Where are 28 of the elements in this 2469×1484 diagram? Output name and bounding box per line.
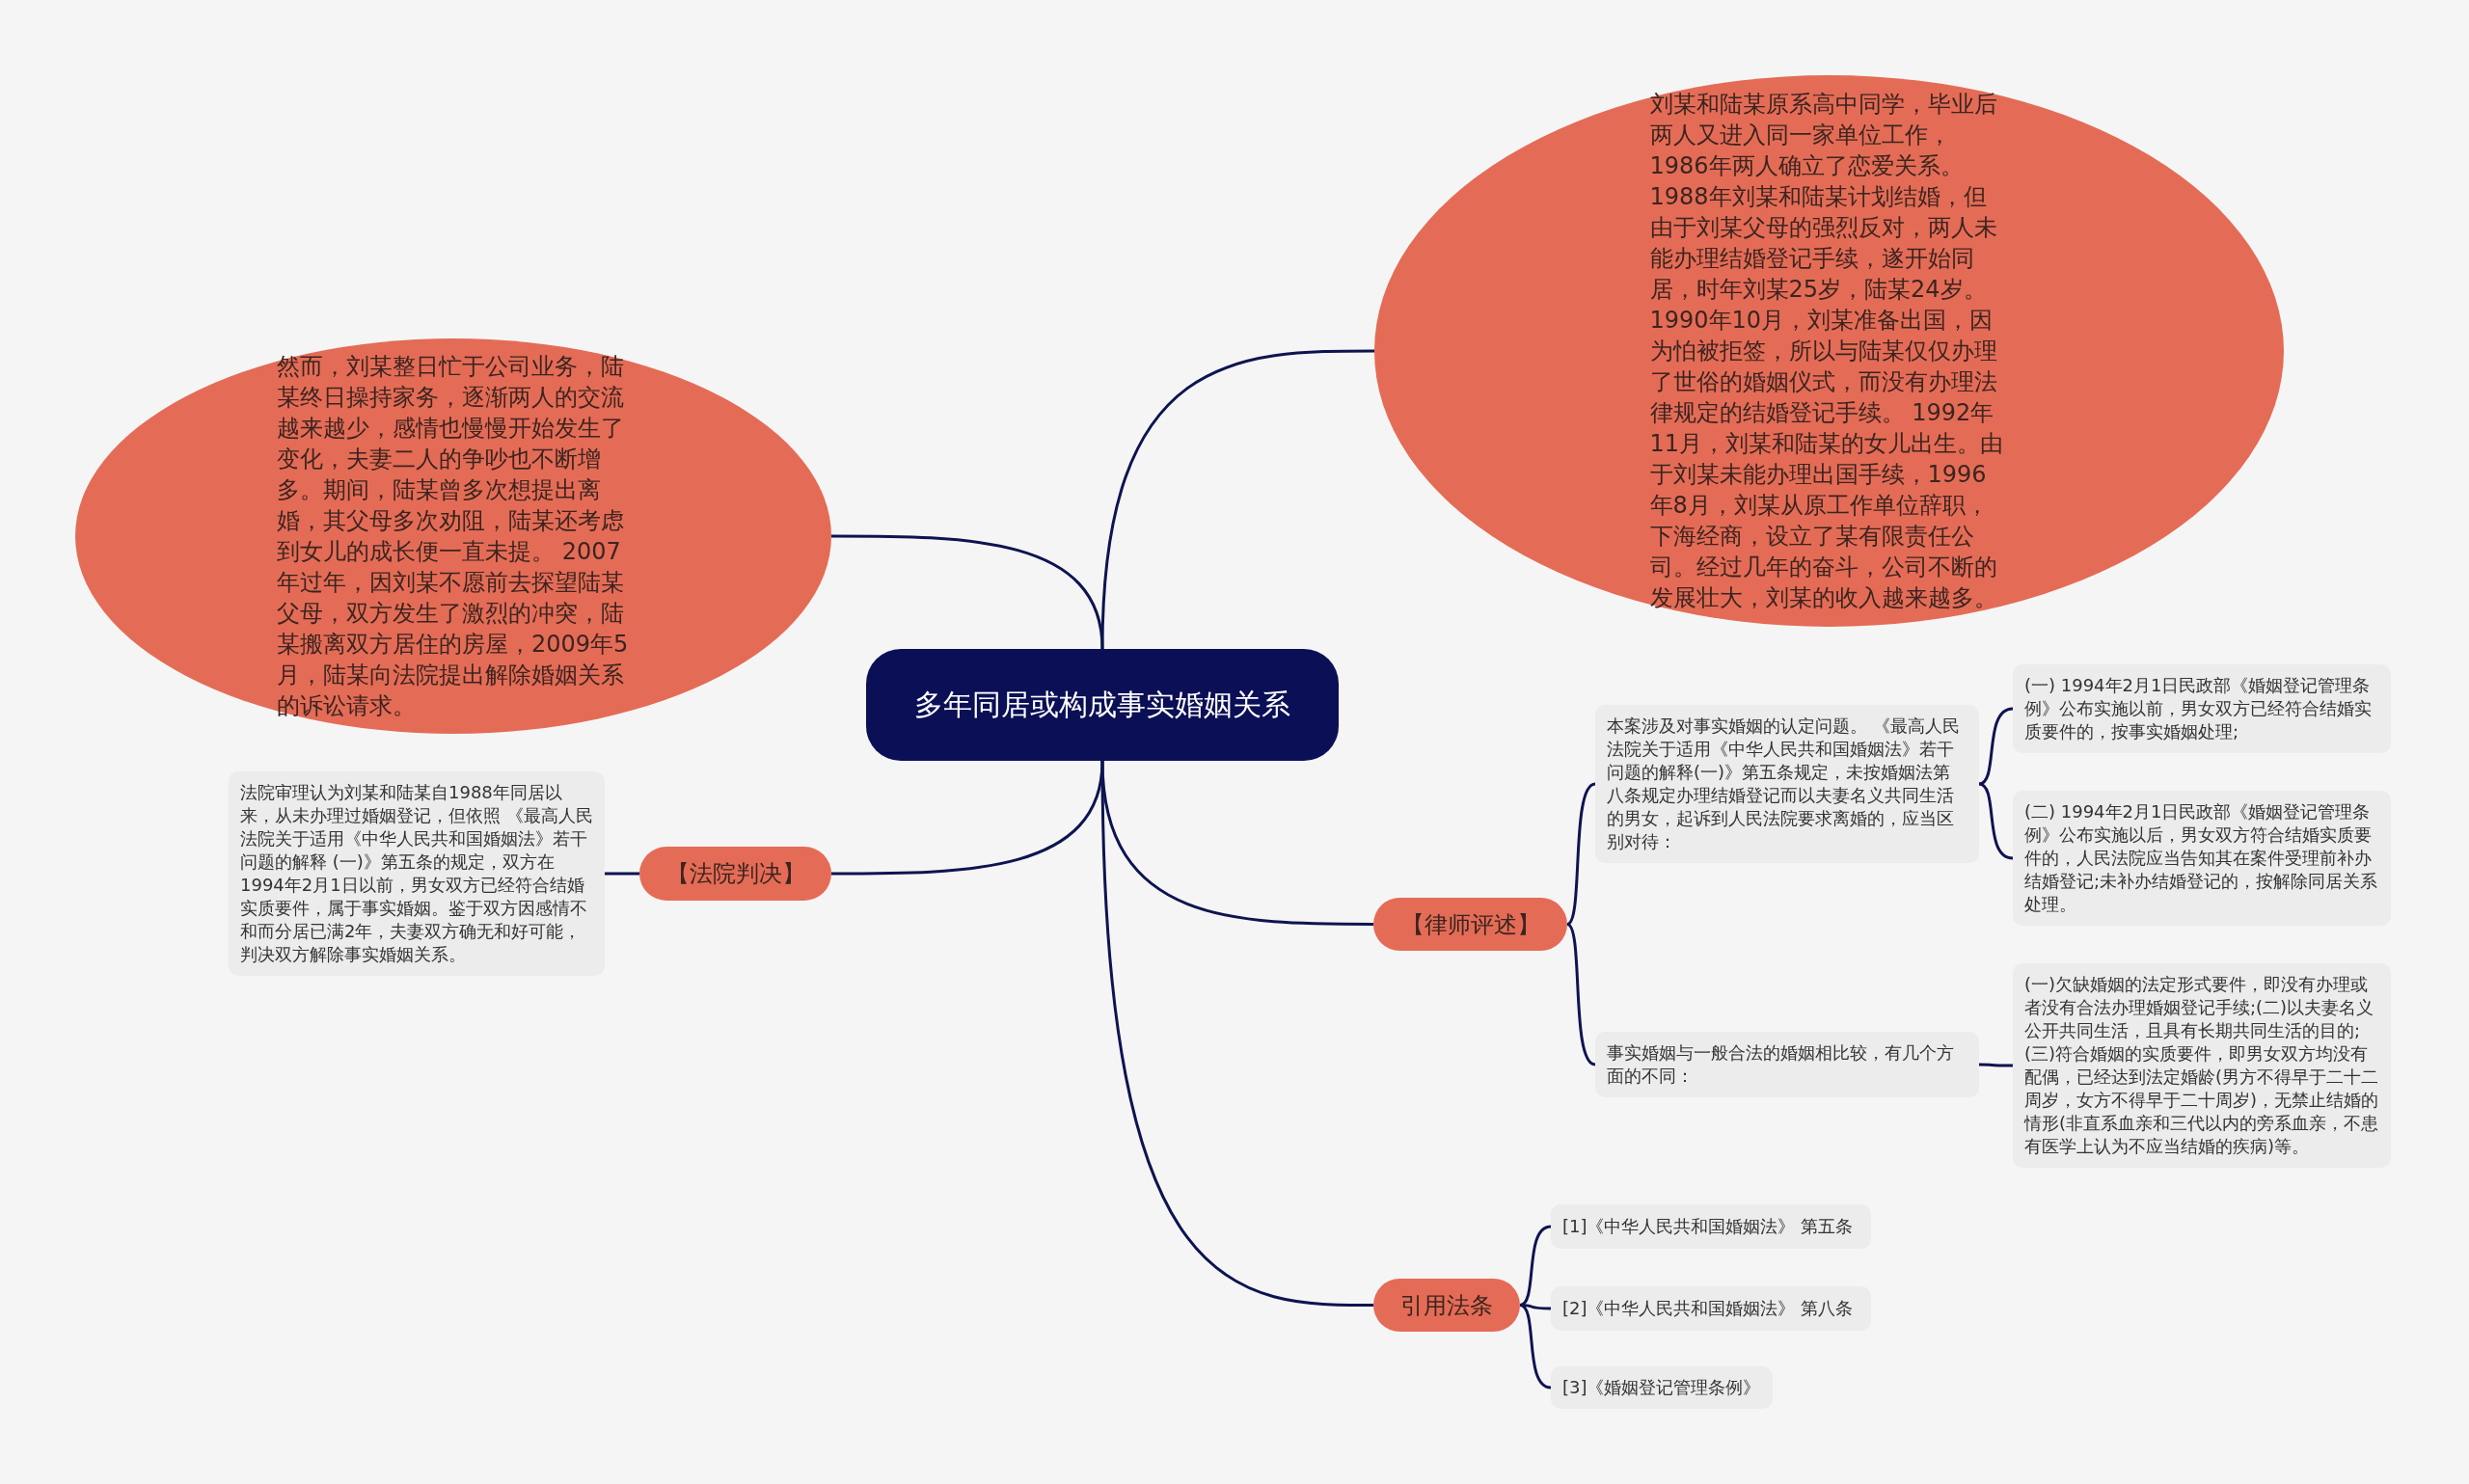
connector-line <box>1100 760 1373 1307</box>
text-ellipse: 然而，刘某整日忙于公司业务，陆某终日操持家务，逐渐两人的交流越来越少，感情也慢慢开始发生了变化，夫妻二人的争吵也不断增多。期间，陆某曾多次想提出离婚，其父母多次劝阻，陆某还考虑到女儿的成长便一直未提。 2007年过年，因刘某不愿前去探望陆某父母，双方发生了激烈的冲突，陆某搬离双方居住的房屋，2009年5月，陆某向法院提出解除婚姻关系的诉讼请求。 <box>75 338 831 734</box>
text-box: [1]《中华人民共和国婚姻法》 第五条 <box>1551 1204 1871 1249</box>
text-box: (一)欠缺婚姻的法定形式要件，即没有办理或者没有合法办理婚姻登记手续;(二)以夫妻名义公开共同生活，且具有长期共同生活的目的;(三)符合婚姻的实质要件，即男女双方均没有配偶，已经达到法定婚龄(男方不得早于二十二周岁，女方不得早于二十周岁)，无禁止结婚的情形(非直系血亲和三代以内的旁系血亲，不患有医学上认为不应当结婚的疾病)等。 <box>2013 963 2391 1168</box>
branch-pill: 引用法条 <box>1373 1279 1520 1332</box>
topic-box: 多年同居或构成事实婚姻关系 <box>866 649 1339 761</box>
text-box: (一) 1994年2月1日民政部《婚姻登记管理条例》公布实施以前，男女双方已经符合结婚实质要件的，按事实婚姻处理; <box>2013 664 2391 753</box>
text-box: [2]《中华人民共和国婚姻法》 第八条 <box>1551 1286 1871 1331</box>
connector-line <box>1978 782 2014 860</box>
connector-line <box>1566 782 1596 926</box>
text-box: 法院审理认为刘某和陆某自1988年同居以来，从未办理过婚姻登记，但依照 《最高人民法院关于适用《中华人民共和国婚姻法》若干问题的解释 (一)》第五条的规定，双方在1994年2月1日以前，男女双方已经符合结婚实质要件，属于事实婚姻。鉴于双方因感情不和而分居已满2年，夫妻双方确无和好可能，判决双方解除事实婚姻关系。 <box>229 771 605 976</box>
connector-line <box>1566 923 1596 1066</box>
text-box: [3]《婚姻登记管理条例》 <box>1551 1366 1773 1409</box>
connector-line <box>1979 1063 2013 1067</box>
connector-line <box>1100 349 1374 650</box>
connector-line <box>831 760 1104 876</box>
connector-line <box>605 872 639 876</box>
text-box: 事实婚姻与一般合法的婚姻相比较，有几个方面的不同： <box>1595 1032 1979 1097</box>
text-box: (二) 1994年2月1日民政部《婚姻登记管理条例》公布实施以后，男女双方符合结婚实质要件的，人民法院应当告知其在案件受理前补办结婚登记;未补办结婚登记的，按解除同居关系处理。 <box>2013 791 2391 926</box>
text-ellipse: 刘某和陆某原系高中同学，毕业后两人又进入同一家单位工作，1986年两人确立了恋爱关系。 1988年刘某和陆某计划结婚，但由于刘某父母的强烈反对，两人未能办理结婚登记手续，遂开始同居，时年刘某25岁，陆某24岁。 1990年10月，刘某准备出国，因为怕被拒签，所以与陆某仅仅办理了世俗的婚姻仪式，而没有办理法律规定的结婚登记手续。 1992年11月，刘某和陆某的女儿出生。由于刘某未能办理出国手续，1996年8月，刘某从原工作单位辞职，下海经商，设立了某有限责任公司。经过几年的奋斗，公司不断的发展壮大，刘某的收入越来越多。 <box>1374 75 2284 627</box>
branch-pill: 【律师评述】 <box>1373 898 1567 951</box>
connector-line <box>1519 1225 1552 1307</box>
connector-line <box>1978 707 2014 786</box>
text-box: 本案涉及对事实婚姻的认定问题。 《最高人民法院关于适用《中华人民共和国婚姻法》若干问题的解释(一)》第五条规定，未按婚姻法第八条规定办理结婚登记而以夫妻名义共同生活的男女，起诉到人民法院要求离婚的，应当区别对待： <box>1595 705 1979 863</box>
connector-line <box>1519 1304 1551 1310</box>
connector-line <box>831 534 1104 650</box>
connector-line <box>1519 1304 1552 1390</box>
branch-pill: 【法院判决】 <box>639 847 831 901</box>
